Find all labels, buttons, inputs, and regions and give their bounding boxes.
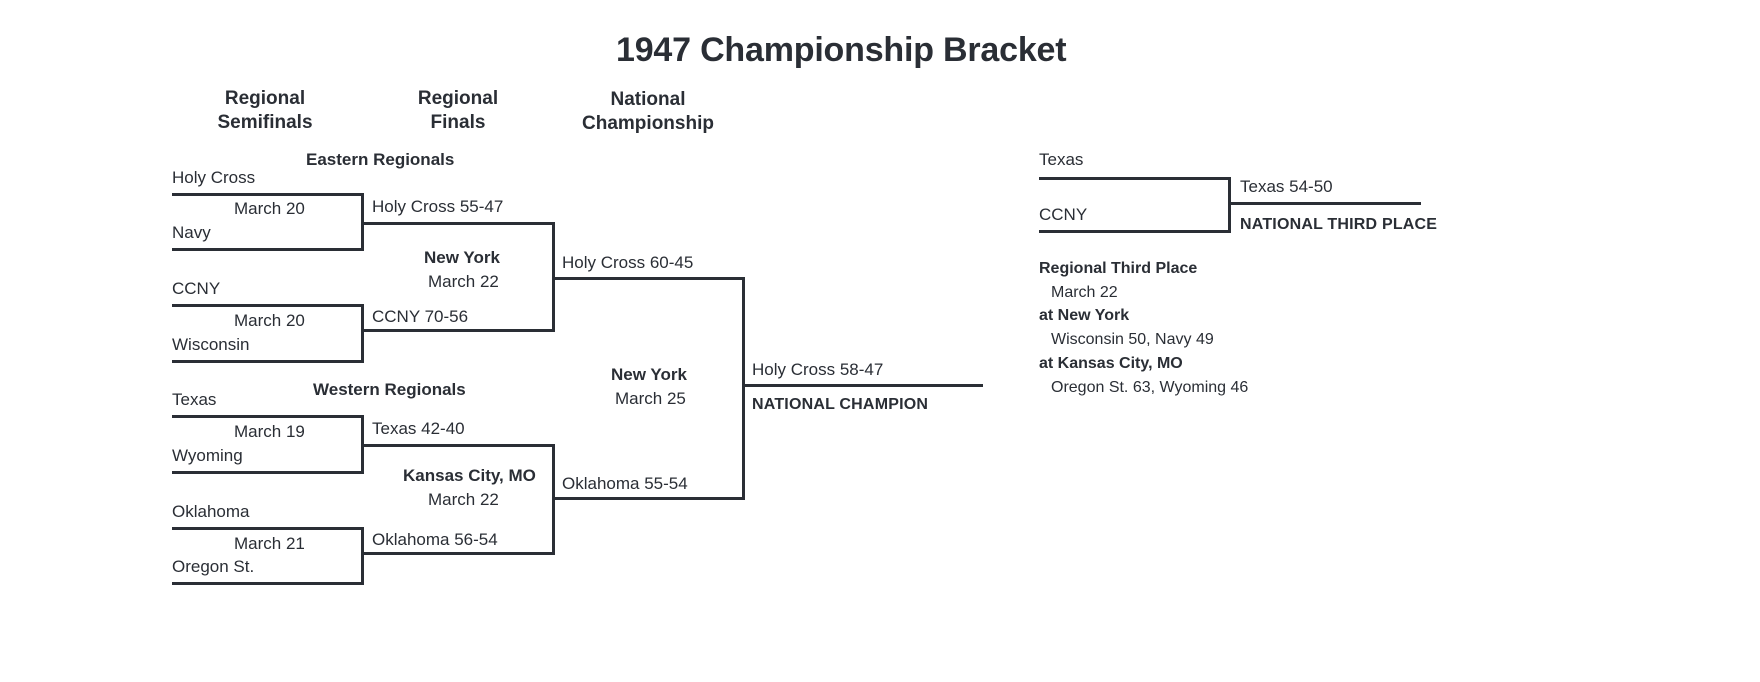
- bracket-line: [1231, 202, 1421, 205]
- bracket-line: [172, 193, 364, 196]
- result-west-final: Oklahoma 55-54: [562, 474, 688, 493]
- national-champion-label: NATIONAL CHAMPION: [752, 396, 929, 413]
- bracket-line: [172, 471, 364, 474]
- team-navy: Navy: [172, 223, 211, 242]
- site-national-championship: New York: [611, 365, 687, 384]
- bracket-line: [552, 222, 555, 332]
- bracket-line: [364, 444, 555, 447]
- bracket-line: [361, 193, 364, 251]
- bracket-line: [172, 360, 364, 363]
- national-third-place-label: NATIONAL THIRD PLACE: [1240, 216, 1438, 233]
- bracket-line: [552, 444, 555, 555]
- result-east-semifinal-1: Holy Cross 55-47: [372, 197, 504, 216]
- team-texas: Texas: [172, 390, 217, 409]
- result-west-semifinal-2: Oklahoma 56-54: [372, 530, 498, 549]
- result-national-third-place: Texas 54-50: [1240, 177, 1333, 196]
- site-east-final: New York: [424, 248, 500, 267]
- team-holy-cross: Holy Cross: [172, 168, 256, 187]
- bracket-line: [172, 415, 364, 418]
- bracket-line: [172, 582, 364, 585]
- result-west-semifinal-1: Texas 42-40: [372, 419, 465, 438]
- bracket-line: [172, 248, 364, 251]
- result-east-final: Holy Cross 60-45: [562, 253, 694, 272]
- bracket-line: [364, 329, 555, 332]
- regional-third-place-date: March 22: [1051, 284, 1118, 301]
- team-wyoming: Wyoming: [172, 446, 243, 465]
- bracket-line: [1228, 177, 1231, 233]
- regional-third-place-heading: Regional Third Place: [1039, 260, 1198, 277]
- column-header-national-championship: National Championship: [582, 89, 714, 134]
- result-national-championship: Holy Cross 58-47: [752, 360, 884, 379]
- bracket-line: [1039, 177, 1231, 180]
- date-west-final: March 22: [428, 490, 499, 509]
- regional-third-place-result-2: Oregon St. 63, Wyoming 46: [1051, 379, 1249, 396]
- team-oklahoma: Oklahoma: [172, 502, 250, 521]
- bracket-line: [1039, 230, 1231, 233]
- date-national-championship: March 25: [615, 389, 686, 408]
- regional-third-place-site-1: at New York: [1039, 307, 1130, 324]
- bracket-line: [361, 304, 364, 363]
- team-oregon-st: Oregon St.: [172, 557, 255, 576]
- game-date-2: March 20: [234, 311, 305, 330]
- bracket-line: [361, 415, 364, 474]
- column-header-regional-semifinals: Regional Semifinals: [217, 88, 313, 133]
- team-wisconsin: Wisconsin: [172, 335, 250, 354]
- bracket-line: [172, 304, 364, 307]
- result-east-semifinal-2: CCNY 70-56: [372, 307, 469, 326]
- column-header-regional-finals: Regional Finals: [417, 88, 499, 133]
- bracket-line: [361, 527, 364, 585]
- game-date-4: March 21: [234, 534, 305, 553]
- bracket-line: [555, 277, 745, 280]
- bracket-line: [745, 384, 983, 387]
- regional-third-place-result-1: Wisconsin 50, Navy 49: [1051, 331, 1214, 348]
- bracket-line: [364, 222, 555, 225]
- page-title: 1947 Championship Bracket: [616, 31, 1067, 69]
- third-place-team-ccny: CCNY: [1039, 205, 1088, 224]
- third-place-team-texas: Texas: [1039, 150, 1084, 169]
- team-ccny: CCNY: [172, 279, 221, 298]
- region-label-western: Western Regionals: [313, 380, 466, 399]
- bracket-line: [555, 497, 745, 500]
- game-date-3: March 19: [234, 422, 305, 441]
- bracket-line: [364, 552, 555, 555]
- region-label-eastern: Eastern Regionals: [306, 150, 455, 169]
- date-east-final: March 22: [428, 272, 499, 291]
- site-west-final: Kansas City, MO: [403, 466, 536, 485]
- bracket-line: [172, 527, 364, 530]
- regional-third-place-site-2: at Kansas City, MO: [1039, 355, 1183, 372]
- bracket-line: [742, 277, 745, 500]
- game-date-1: March 20: [234, 199, 305, 218]
